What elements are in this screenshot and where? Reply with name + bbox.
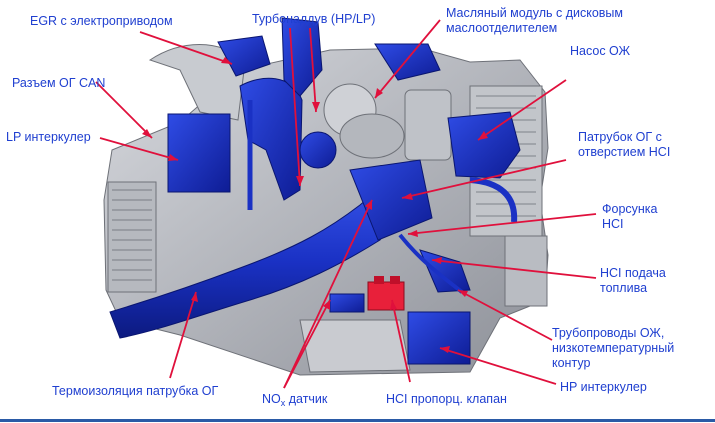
label-exhaust-pipe-hci: Патрубок ОГ с отверстием HCI xyxy=(578,130,671,159)
nox-sensor-text-main: NO xyxy=(262,392,281,406)
leader-lines xyxy=(95,19,597,389)
hci-valve-part xyxy=(367,276,405,311)
label-hp-intercooler: HP интеркулер xyxy=(560,380,647,394)
label-hci-fuel-supply: HCI подача топлива xyxy=(600,266,666,295)
egr-part xyxy=(217,35,271,77)
label-egr: EGR с электроприводом xyxy=(30,14,173,28)
nox-sensor-text-tail: датчик xyxy=(285,392,328,406)
coolant-pump-part xyxy=(447,111,521,179)
blue-components xyxy=(109,17,521,365)
bottom-rule xyxy=(0,419,715,422)
label-thermal-insulation: Термоизоляция патрубка ОГ xyxy=(52,384,219,398)
label-lp-intercooler: LP интеркулер xyxy=(6,130,91,144)
lp-intercooler-part xyxy=(167,113,231,193)
label-injector: Форсунка HCI xyxy=(602,202,658,231)
hp-intercooler-part xyxy=(407,311,471,365)
engine-block xyxy=(103,44,549,376)
arrowheads xyxy=(142,57,488,353)
label-turbo: Турбонаддув (HP/LP) xyxy=(252,12,376,26)
turbo-part xyxy=(281,17,323,97)
label-hci-valve: HCI пропорц. клапан xyxy=(386,392,507,406)
nox-sensor-part xyxy=(329,293,365,313)
oil-module-part xyxy=(374,43,441,81)
label-oil-module: Масляный модуль с дисковым маслоотделите… xyxy=(446,6,624,35)
label-can-connector: Разъем ОГ CAN xyxy=(12,76,106,90)
label-coolant-pump: Насос ОЖ xyxy=(570,44,631,58)
label-coolant-pipes: Трубопроводы ОЖ, низкотемпературный конт… xyxy=(552,326,675,370)
nox-sensor-text-sub: x xyxy=(280,398,286,408)
label-nox-sensor: NOx датчик xyxy=(262,392,327,411)
